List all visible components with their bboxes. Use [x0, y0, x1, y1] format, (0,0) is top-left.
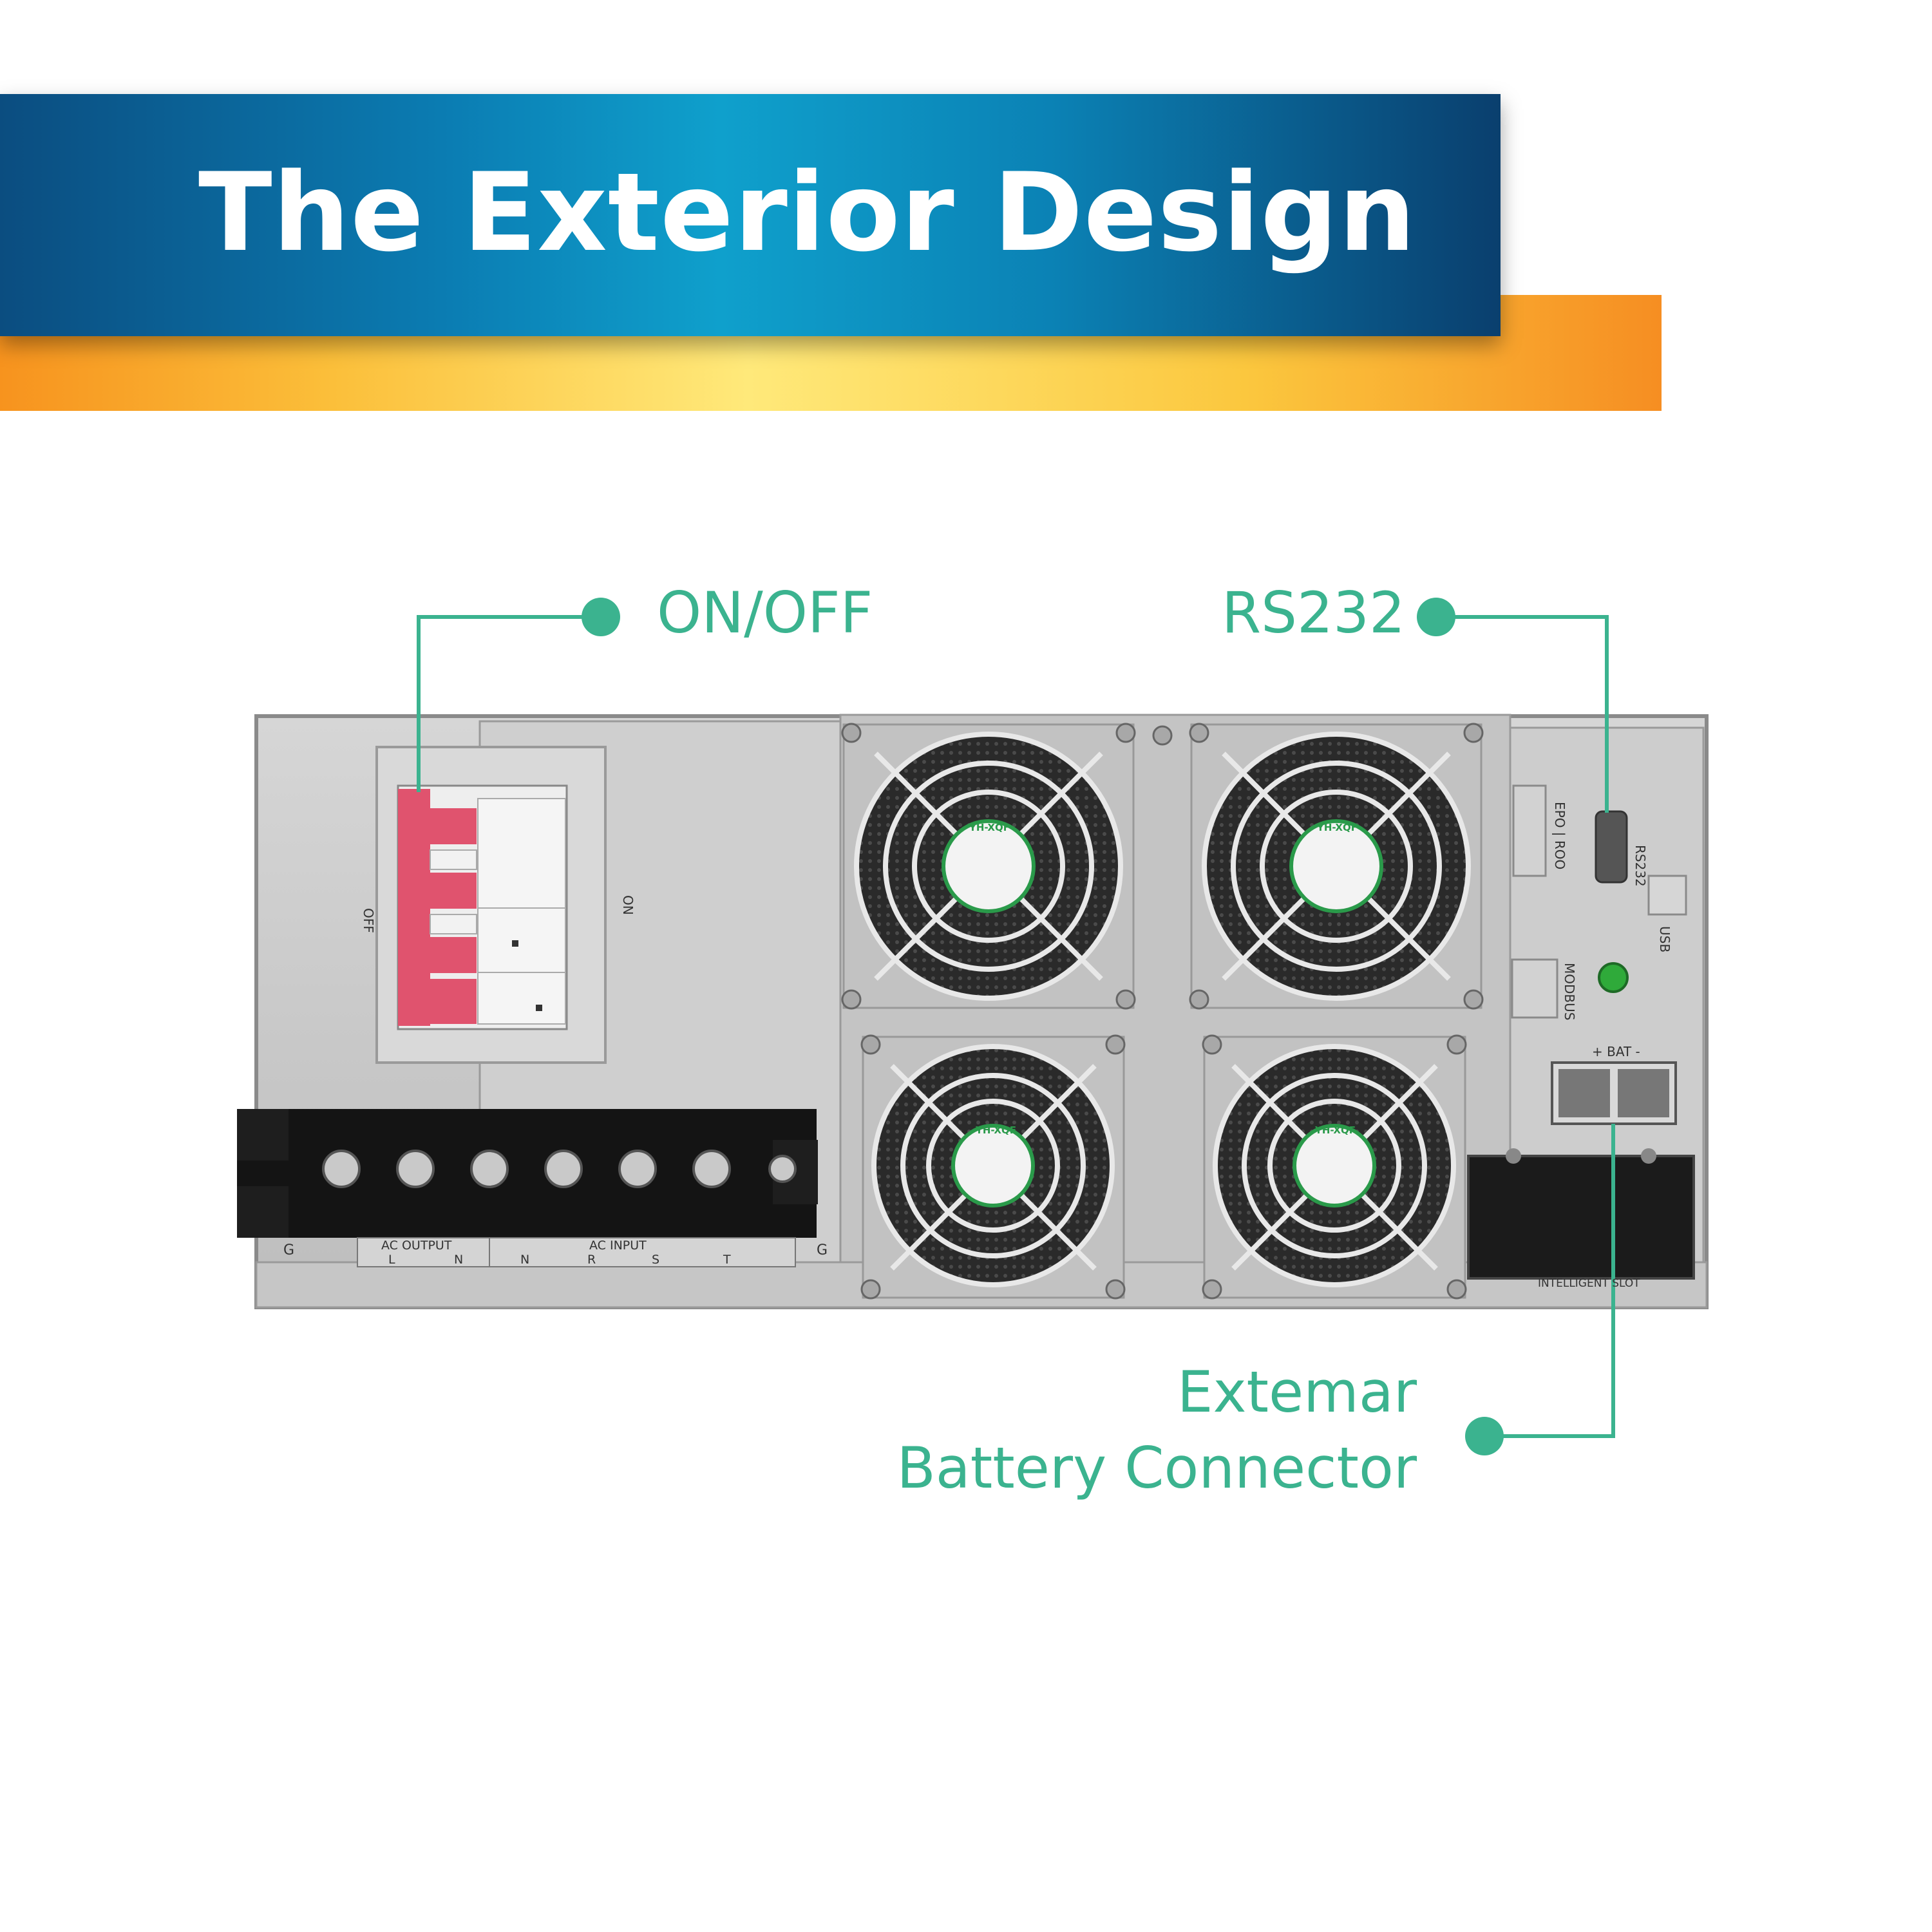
breaker-on-label: ON [620, 895, 636, 915]
terminal-label: R [587, 1253, 596, 1267]
rs232-port [1595, 810, 1628, 884]
fan-brand-label: YH-XQF [1316, 822, 1358, 833]
breaker-off-label: OFF [361, 908, 376, 933]
fan-bottom-right [1203, 1036, 1466, 1299]
bat-label: + BAT - [1592, 1044, 1640, 1059]
usb-label: USB [1657, 926, 1672, 952]
fan-top-right [1190, 723, 1482, 1009]
terminal-block [237, 1109, 818, 1267]
usb-port [1647, 875, 1687, 916]
callout-dot-on-off [582, 598, 620, 636]
ground-label-left: G [283, 1242, 294, 1258]
terminal-label: N [520, 1253, 529, 1267]
leader-lines [417, 615, 1615, 1438]
rs232-panel-label: RS232 [1633, 845, 1648, 887]
callout-dot-battery [1465, 1417, 1504, 1455]
banner-blue [0, 94, 1501, 336]
page-title: The Exterior Design [198, 149, 1417, 276]
callout-dot-rs232 [1417, 598, 1455, 636]
intelligent-slot [1467, 1155, 1695, 1280]
modbus-label: MODBUS [1562, 963, 1577, 1020]
fan-bottom-left [862, 1036, 1125, 1299]
ac-input-label: AC INPUT [589, 1238, 647, 1253]
callout-on-off: ON/OFF [657, 580, 873, 646]
terminal-label: S [652, 1253, 659, 1267]
breaker-switch [397, 784, 568, 1030]
ground-label-right: G [817, 1242, 828, 1258]
terminal-label: T [723, 1253, 731, 1267]
terminal-label: L [388, 1253, 395, 1267]
callout-battery-line1: Extemar [1177, 1359, 1417, 1425]
terminal-label: N [454, 1253, 463, 1267]
fan-brand-label: YH-XQF [975, 1124, 1016, 1136]
fan-brand-label: YH-XQF [969, 822, 1010, 833]
fan-top-left [842, 723, 1135, 1009]
callout-rs232: RS232 [1222, 580, 1405, 646]
modbus-port [1511, 958, 1558, 1019]
intelligent-slot-label: INTELLIGENT SLOT [1538, 1277, 1640, 1290]
epo-roo-port [1512, 784, 1547, 877]
ac-output-label: AC OUTPUT [381, 1238, 452, 1253]
epo-roo-label: EPO | ROO [1552, 802, 1567, 869]
status-led [1598, 962, 1629, 993]
callout-battery-line2: Battery Connector [896, 1435, 1417, 1501]
fan-brand-label: YH-XQF [1314, 1124, 1356, 1136]
